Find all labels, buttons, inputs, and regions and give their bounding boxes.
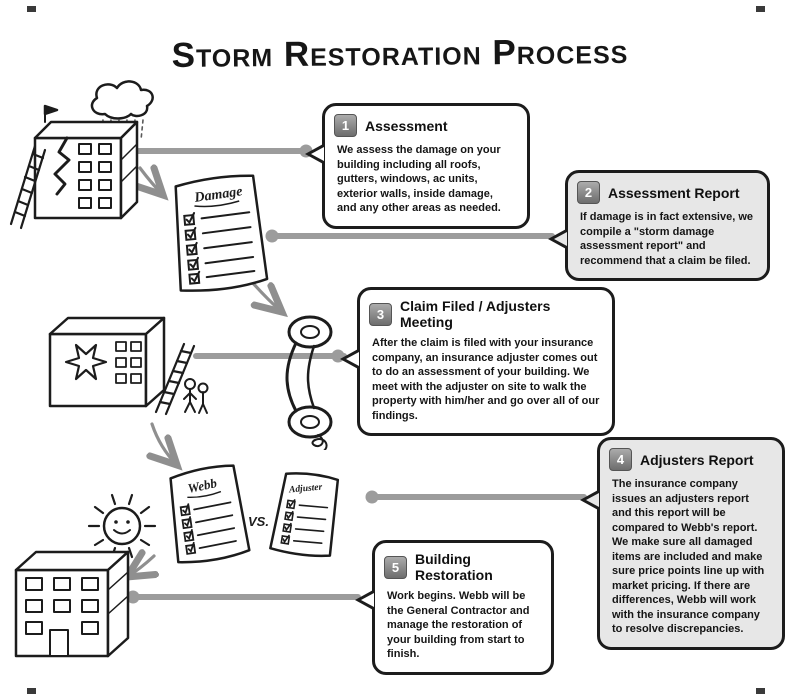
callout-header: 3 Claim Filed / Adjusters Meeting bbox=[360, 290, 612, 332]
damaged-building-2-illustration bbox=[48, 316, 209, 416]
checklist-rows bbox=[183, 211, 256, 285]
callout-header: 1 Assessment bbox=[325, 106, 527, 139]
step-body: Work begins. Webb will be the General Co… bbox=[387, 590, 530, 661]
step-title: Assessment bbox=[365, 117, 448, 134]
flow-arrows bbox=[127, 168, 282, 577]
step-title: Adjusters Report bbox=[640, 451, 754, 468]
happy-sun-icon bbox=[87, 493, 157, 559]
building-windows bbox=[78, 143, 112, 209]
restored-building bbox=[14, 550, 130, 658]
webb-report-doc: Webb bbox=[169, 464, 251, 564]
telephone-icon bbox=[285, 315, 333, 450]
adjuster-report-doc: Adjuster bbox=[269, 472, 340, 558]
step-2-assessment-report-callout: 2 Assessment Report If damage is in fact… bbox=[548, 170, 770, 282]
step-title: Claim Filed / Adjusters Meeting bbox=[400, 298, 551, 330]
connector-dot bbox=[365, 490, 379, 504]
label-underline bbox=[194, 200, 240, 208]
impact-star-icon bbox=[64, 343, 108, 381]
door-icon bbox=[49, 629, 69, 657]
webb-doc-label: Webb bbox=[186, 475, 218, 496]
connector-lines bbox=[130, 148, 587, 600]
step-4-adjusters-report-callout: 4 Adjusters Report The insurance company… bbox=[580, 437, 785, 650]
report-comparison-illustration: Webb VS. Adjuster bbox=[169, 464, 340, 564]
corner-artifact bbox=[27, 688, 36, 694]
building-windows bbox=[25, 577, 99, 635]
callout-header: 4 Adjusters Report bbox=[600, 440, 782, 473]
crack-icon bbox=[53, 136, 71, 196]
callout-tail bbox=[340, 348, 360, 370]
versus-label: VS. bbox=[248, 514, 269, 529]
checklist-paper bbox=[174, 174, 269, 292]
step-title: Building Restoration bbox=[415, 551, 493, 583]
step-title: Assessment Report bbox=[608, 184, 740, 201]
step-number-badge: 5 bbox=[384, 555, 407, 579]
storm-cloud-icon bbox=[90, 80, 154, 120]
adjuster-doc-label: Adjuster bbox=[288, 483, 323, 496]
people-icon bbox=[183, 378, 209, 414]
arrow-building-to-docs bbox=[152, 422, 177, 465]
connector-dot bbox=[126, 590, 140, 604]
arrow-checklist-to-phone bbox=[250, 280, 282, 312]
restored-building-illustration bbox=[14, 493, 157, 658]
step-1-assessment-callout: 1 Assessment We assess the damage on you… bbox=[305, 103, 530, 229]
flag-icon bbox=[43, 104, 59, 116]
corner-artifact bbox=[27, 6, 36, 12]
step-number-badge: 4 bbox=[609, 448, 632, 471]
connector-dot bbox=[265, 229, 279, 243]
step-body: If damage is in fact extensive, we compi… bbox=[580, 211, 754, 267]
step-5-building-restoration-callout: 5 Building Restoration Work begins. Webb… bbox=[355, 540, 554, 675]
callout-header: 2 Assessment Report bbox=[568, 173, 767, 206]
step-body: After the claim is filed with your insur… bbox=[372, 337, 600, 422]
step-number-badge: 1 bbox=[334, 114, 357, 137]
storm-building-illustration bbox=[9, 80, 154, 230]
corner-artifact bbox=[756, 6, 765, 12]
step-number-badge: 2 bbox=[577, 181, 600, 204]
ladder-icon bbox=[154, 342, 196, 416]
callout-tail bbox=[305, 143, 325, 165]
damage-checklist-label: Damage bbox=[193, 184, 244, 206]
damaged-building-1 bbox=[33, 104, 139, 220]
step-body: The insurance company issues an adjuster… bbox=[612, 478, 765, 636]
callout-tail bbox=[548, 228, 568, 250]
callout-tail bbox=[580, 489, 600, 511]
step-3-claim-filed-callout: 3 Claim Filed / Adjusters Meeting After … bbox=[340, 287, 615, 437]
damage-checklist-illustration: Damage bbox=[174, 174, 269, 292]
building-windows bbox=[115, 341, 142, 384]
corner-artifact bbox=[756, 688, 765, 694]
damaged-building-2 bbox=[48, 316, 166, 408]
callout-header: 5 Building Restoration bbox=[375, 543, 551, 585]
ladder-icon bbox=[9, 144, 47, 230]
arrow-building-to-checklist bbox=[140, 168, 163, 195]
callout-tail bbox=[355, 589, 375, 611]
step-number-badge: 3 bbox=[369, 302, 392, 326]
phone-cord-icon bbox=[311, 434, 328, 450]
step-body: We assess the damage on your building in… bbox=[337, 144, 501, 215]
